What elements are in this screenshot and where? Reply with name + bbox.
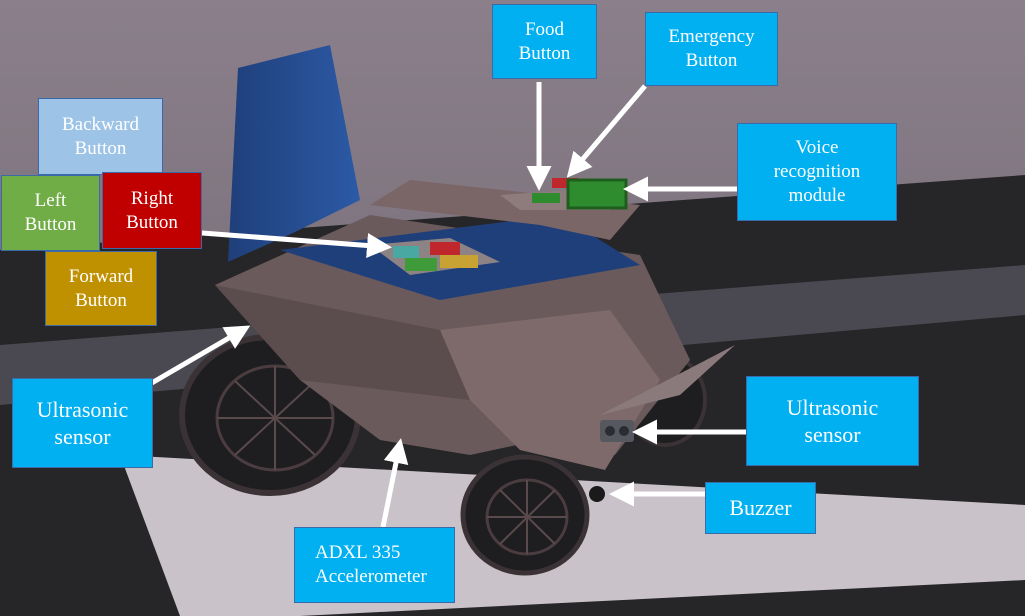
footrest-flap [600,345,735,415]
emergency-label-line1: Emergency [668,26,755,48]
backrest [228,45,360,262]
accelerometer-label-line1: ADXL 335 [315,542,401,564]
armrest-right [370,180,640,240]
food-label-line1: Food [524,18,565,40]
accelerometer-label-line2: Accelerometer [315,566,427,587]
forward-label-line2: Button [75,289,127,311]
right-label-line2: Button [126,211,178,233]
front-wheel [460,454,590,576]
buzzer-label: Buzzer [705,482,816,534]
buzzer-device [589,486,605,502]
arrow-accelerometer [380,438,409,528]
top-emergency-button [552,178,578,188]
pad-left-button [393,246,419,258]
backward-label-line1: Backward [61,113,140,135]
voice-label-line3: module [788,184,846,206]
forward-label-line1: Forward [68,265,134,287]
ultrasonic-right-line1: Ultrasonic [786,394,879,420]
voice-label-line1: Voice [795,137,839,159]
side-panel [215,285,470,400]
arrow-buttons [201,230,392,258]
ultrasonic-left-line2: sensor [54,424,111,449]
voice-label-line2: recognition [773,161,861,183]
backward-label-line2: Button [74,137,127,159]
voice-module-box [566,178,628,210]
food-label-line2: Button [518,42,571,64]
ultrasonic-left-line1: Ultrasonic [36,396,129,422]
arrow-ultrasonic-left [148,325,251,387]
buzzer-label-text: Buzzer [729,495,792,521]
top-food-button [532,193,560,203]
left-label-line2: Button [24,214,77,235]
left-label-line1: Left [34,190,67,212]
ultrasonic-right-line2: sensor [804,422,861,447]
pad-forward-button [440,255,478,268]
callout-arrows [148,82,746,528]
front-ultrasonic-sensor [600,420,634,442]
right-label-line1: Right [130,187,174,209]
pad-right-button [430,242,460,255]
emergency-label-line2: Button [685,50,738,71]
arrow-emergency [566,84,647,178]
pad-center-button [405,258,437,271]
